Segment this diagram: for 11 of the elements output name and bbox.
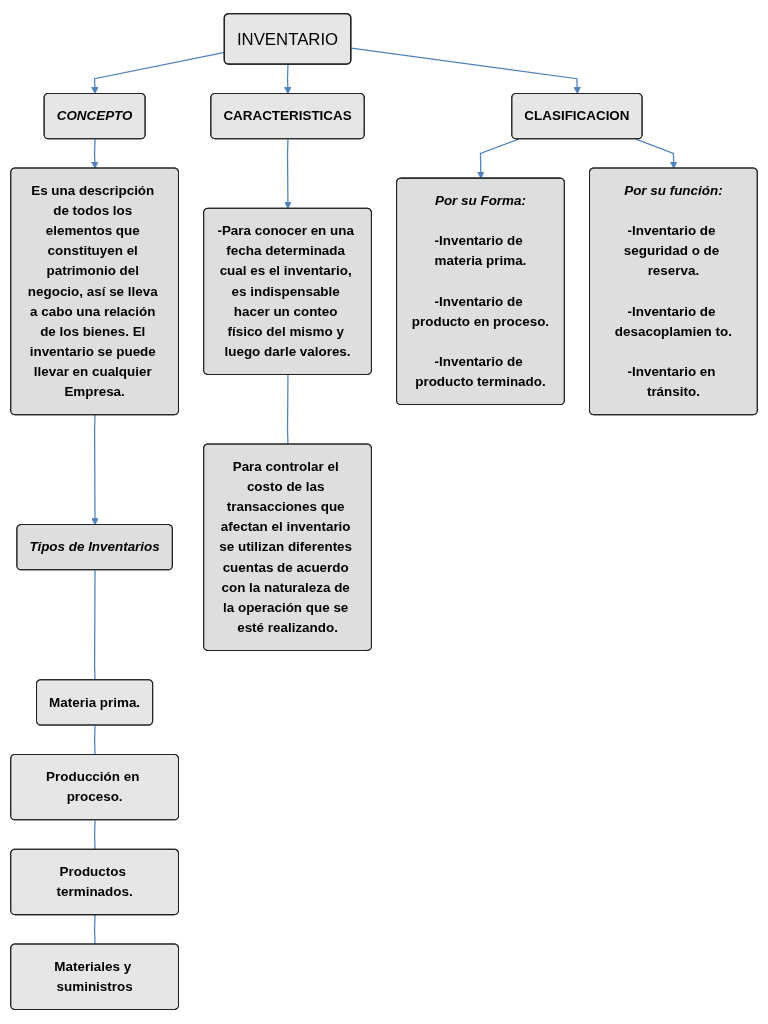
connector bbox=[93, 820, 96, 851]
connector bbox=[93, 914, 96, 946]
connector bbox=[93, 725, 96, 756]
connector bbox=[93, 570, 96, 682]
arrow bbox=[284, 64, 292, 95]
connector bbox=[286, 374, 289, 446]
arrow bbox=[350, 47, 581, 95]
arrow bbox=[91, 138, 99, 170]
arrow bbox=[635, 138, 678, 170]
arrow bbox=[284, 138, 292, 210]
arrow bbox=[91, 414, 99, 526]
